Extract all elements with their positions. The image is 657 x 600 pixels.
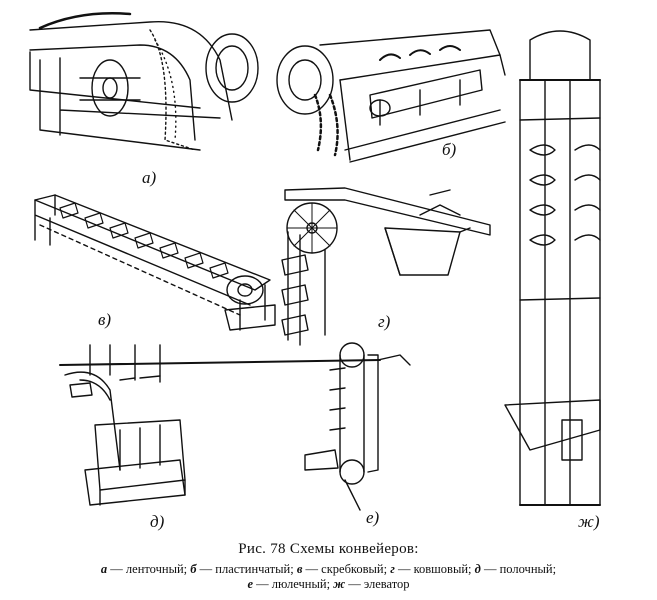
legend-letter-e: е [247,577,254,591]
panel-label-a: а) [142,168,157,187]
cradle-conveyor-drawing [304,342,411,511]
legend-letter-b: б [190,562,197,576]
scraper-conveyor-drawing [34,194,276,331]
legend-letter-g: г [390,562,395,576]
panel-label-g: г) [378,312,391,331]
legend-text-e: — люлечный; [253,577,334,591]
figure-caption: Рис. 78 Схемы конвейеров: а — ленточный;… [0,541,657,592]
panel-label-d: д) [150,512,165,531]
belt-conveyor-drawing [29,12,259,151]
legend-line-1: а — ленточный; б — пластинчатый; в — скр… [0,562,657,577]
caption-legend: а — ленточный; б — пластинчатый; в — скр… [0,562,657,592]
legend-text-d: — полочный; [480,562,557,576]
legend-letter-zh: ж [333,577,346,591]
caption-title: Рис. 78 Схемы конвейеров: [238,541,419,557]
panel-label-e: е) [366,508,380,527]
legend-text-v: — скребковый; [302,562,391,576]
conveyor-schemes-figure [29,12,601,511]
bucket-elevator-drawing [504,30,601,506]
bucket-conveyor-drawing [281,187,491,346]
legend-text-zh: — элеватор [345,577,410,591]
legend-letter-a: а [100,562,108,576]
panel-label-zh: ж) [578,512,600,531]
shelf-conveyor-drawing [59,344,381,506]
legend-letter-d: д [474,562,481,576]
plate-conveyor-drawing [276,29,506,163]
panel-label-b: б) [442,140,457,159]
legend-letter-v: в [296,562,303,576]
panel-label-v: в) [98,310,112,329]
legend-text-a: — ленточный; [107,562,191,576]
legend-line-2: е — люлечный; ж — элеватор [0,577,657,592]
legend-text-b: — пластинчатый; [196,562,297,576]
legend-text-g: — ковшовый; [394,562,475,576]
